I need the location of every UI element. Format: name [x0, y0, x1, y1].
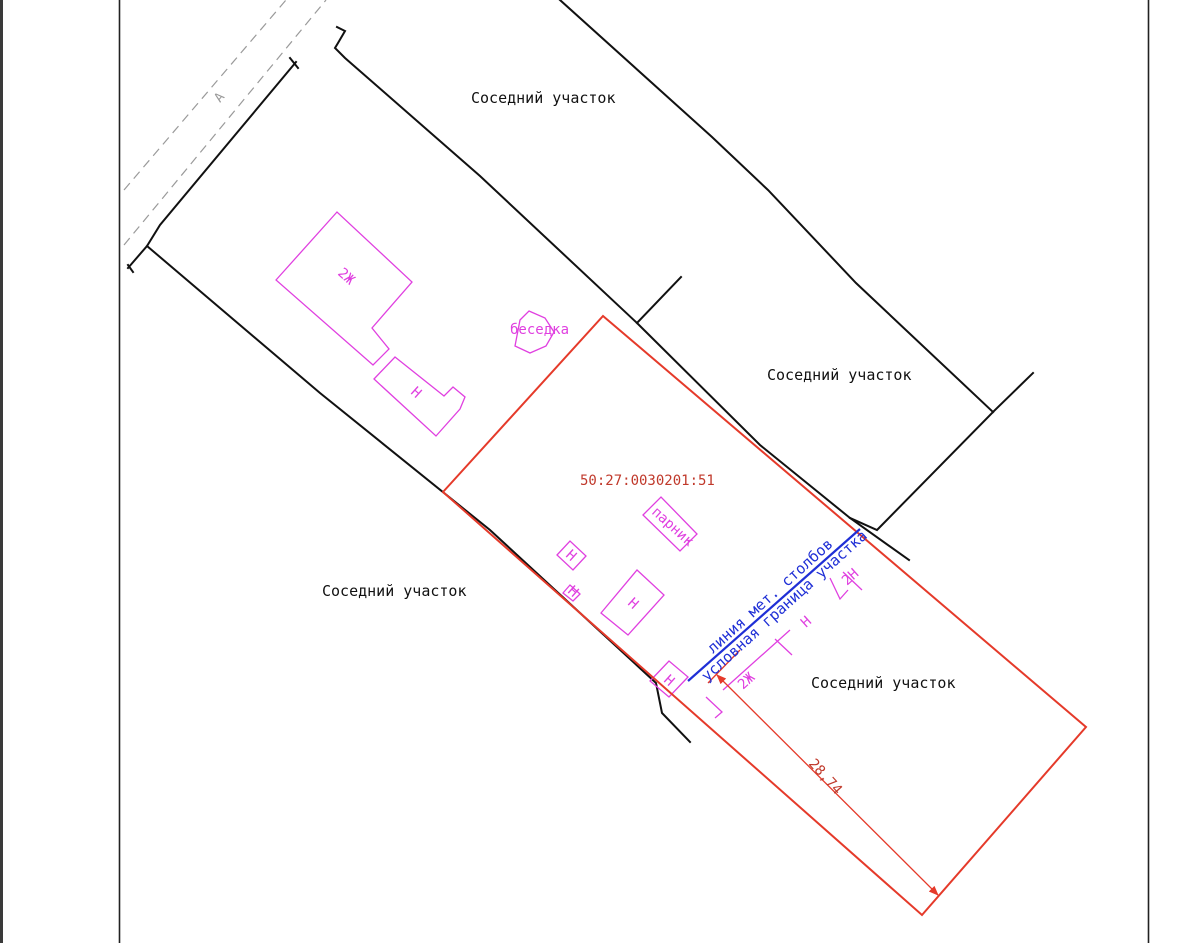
road-dashed-lines — [123, 0, 327, 246]
house-2zh-outline — [275, 211, 413, 366]
greenhouse-outline — [642, 496, 698, 552]
house-2zh-2-label: 2Ж — [735, 669, 759, 693]
dimension-label: 28,74 — [805, 756, 845, 798]
buildings — [275, 211, 863, 719]
small-n-1-outline — [556, 540, 587, 571]
left-window-bar — [0, 0, 3, 943]
shed-n-2-label: Н — [624, 595, 641, 613]
road-letter-label: А — [212, 90, 229, 106]
neighbor-label-bottom-right: Соседний участок — [811, 674, 956, 692]
neighbor-label-top: Соседний участок — [471, 89, 616, 107]
shed-n-outline — [373, 356, 466, 437]
small-n-2-label: Н — [564, 583, 581, 601]
dimension-tick — [707, 649, 741, 684]
neighbor-label-right: Соседний участок — [767, 366, 912, 384]
shed-n-4-label: Н — [798, 613, 815, 631]
fence-label-1: линия мет. столбов — [704, 535, 837, 657]
shed-n-3-outline — [649, 660, 689, 698]
house-2zh-label: 2Ж — [334, 265, 358, 289]
neighbor-label-left: Соседний участок — [322, 582, 467, 600]
house-2n-label: 2Н — [839, 566, 862, 589]
shed-n-2-outline — [600, 569, 665, 636]
shed-n-label: Н — [407, 384, 424, 402]
dimension-line — [716, 674, 939, 896]
fence-line — [687, 528, 861, 682]
fence-label-2: условная граница участка — [698, 527, 871, 685]
cadastral-number: 50:27:0030201:51 — [580, 473, 715, 489]
gazebo-hexagon — [514, 310, 555, 354]
gazebo-label: беседка — [510, 322, 569, 338]
small-n-2-outline — [562, 584, 581, 602]
